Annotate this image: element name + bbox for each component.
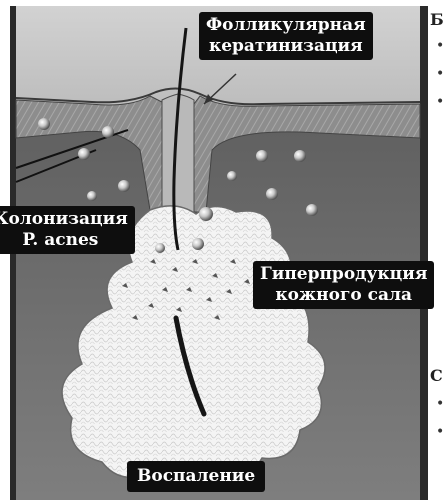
label-sebum-line-2: кожного сала <box>260 285 427 306</box>
label-sebum-overproduction: Гиперпродукция кожного сала <box>253 261 434 309</box>
side-bullet: • <box>436 424 444 440</box>
label-inflammation: Воспаление <box>127 461 265 492</box>
label-inflammation-text: Воспаление <box>137 466 255 487</box>
label-colonization: Колонизация P. acnes <box>0 206 135 254</box>
label-keratin-line-1: Фолликулярная <box>206 15 366 36</box>
label-colonization-line-1: Колонизация <box>0 209 128 230</box>
side-bullet: • <box>436 94 444 110</box>
side-heading-top: Б <box>430 10 444 29</box>
label-colonization-line-2: P. acnes <box>0 230 128 251</box>
label-sebum-line-1: Гиперпродукция <box>260 264 427 285</box>
label-follicular-keratinization: Фолликулярная кератинизация <box>199 12 373 60</box>
label-keratin-line-2: кератинизация <box>206 36 366 57</box>
side-bullet: • <box>436 396 444 412</box>
side-bullet: • <box>436 66 444 82</box>
side-heading-bottom: С <box>430 366 443 385</box>
side-bullet: • <box>436 38 444 54</box>
